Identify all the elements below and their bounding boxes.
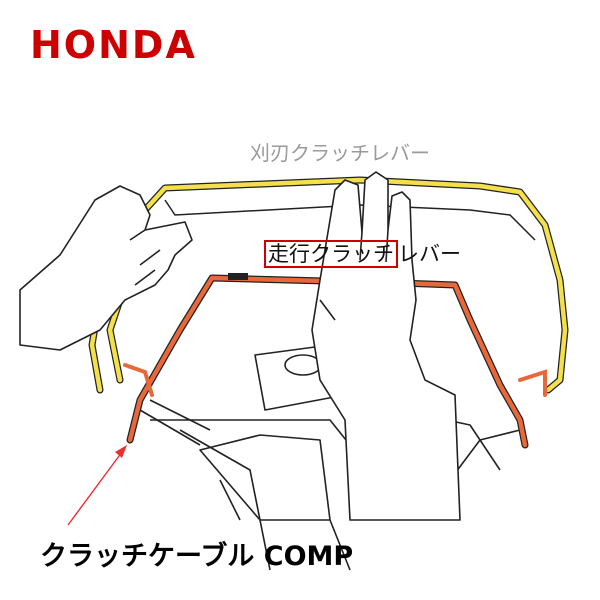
travel-clutch-suffix: レバー [398, 242, 461, 266]
right-hand [311, 171, 461, 521]
left-hand [19, 185, 193, 351]
blade-clutch-lever-label: 刈刃クラッチレバー [250, 141, 430, 165]
travel-clutch-highlight: 走行クラッチ [264, 240, 398, 268]
cable-arrow [67, 445, 127, 526]
honda-logo: HONDA [30, 23, 197, 67]
travel-clutch-lever-label: 走行クラッチレバー [264, 240, 461, 268]
travel-clutch-lever [123, 273, 547, 449]
clutch-cable-label: クラッチケーブル COMP [40, 541, 354, 572]
